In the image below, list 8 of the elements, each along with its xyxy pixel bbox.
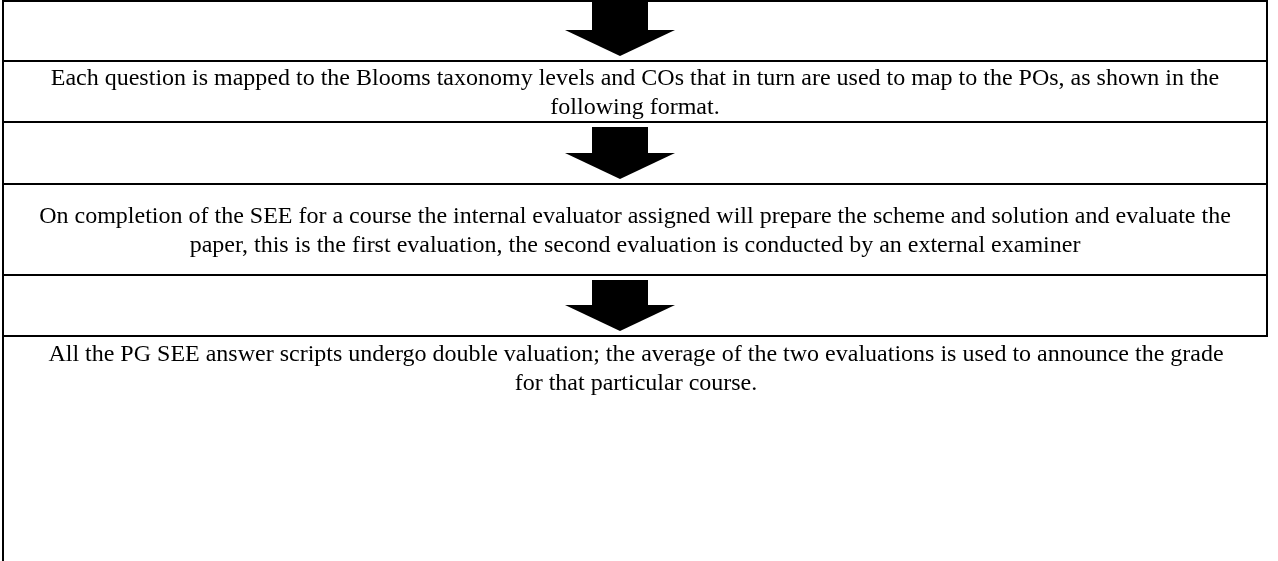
- block-arrow: [565, 2, 675, 56]
- step-text: All the PG SEE answer scripts undergo double valuation; the average of the two evaluations is used to announce the grade for that particular course.: [47, 339, 1225, 397]
- step-text: Each question is mapped to the Blooms taxonomy levels and COs that in turn are used to map to the POs, as shown in the following format.: [49, 62, 1221, 121]
- step-text: On completion of the SEE for a course the internal evaluator assigned will prepare the scheme and solution and evaluate the paper, this is the first evaluation, the second evaluation is conducted by an external examiner: [38, 200, 1232, 259]
- process-box: [2, 335, 1268, 561]
- process-box: [2, 183, 1268, 276]
- block-arrow: [565, 127, 675, 179]
- block-arrow: [565, 280, 675, 331]
